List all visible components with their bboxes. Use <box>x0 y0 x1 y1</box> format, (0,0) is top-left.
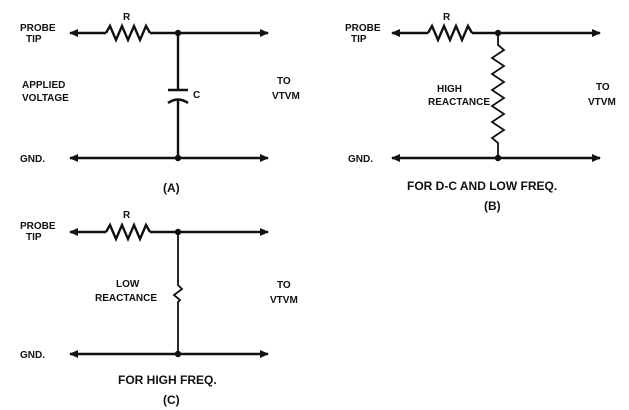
panel-b-high-label: HIGH <box>437 84 462 95</box>
panel-b-top-wire <box>391 22 601 44</box>
panel-c-gnd-label: GND. <box>20 350 45 361</box>
panel-a-node-bottom <box>174 154 182 162</box>
panel-a-caption: (A) <box>163 181 180 195</box>
panel-b-probe-label: PROBE <box>345 23 381 34</box>
panel-c-low-reactance-element <box>172 232 184 354</box>
panel-c-ground-wire <box>69 350 269 358</box>
panel-b-to-label: TO <box>596 82 610 93</box>
panel-c: PROBE TIP R LOW REACTANCE TO VTVM GND. F… <box>20 210 298 407</box>
panel-b-high-reactance-element <box>490 33 506 158</box>
panel-c-resistor-label: R <box>123 210 131 221</box>
panel-a-resistor-label: R <box>123 12 131 23</box>
panel-c-caption: (C) <box>163 393 180 407</box>
panel-a-resistor <box>104 22 152 44</box>
panel-c-to-label: TO <box>277 280 291 291</box>
panel-a-ground-wire <box>69 154 269 162</box>
panel-c-node-bottom <box>174 350 182 358</box>
panel-b-ground-wire <box>391 154 601 162</box>
panel-c-note: FOR HIGH FREQ. <box>118 373 217 387</box>
panel-b-note: FOR D-C AND LOW FREQ. <box>407 179 557 193</box>
panel-c-top-wire <box>69 221 269 243</box>
panel-c-low-label: LOW <box>116 279 140 290</box>
panel-b-gnd-label: GND. <box>348 154 373 165</box>
panel-a-capacitor <box>167 33 189 158</box>
panel-a-probe-label: PROBE <box>20 23 56 34</box>
panel-a-capacitor-label: C <box>193 90 200 101</box>
panel-c-reactance-label: REACTANCE <box>95 293 157 304</box>
panel-a-tip-label: TIP <box>26 34 42 45</box>
panel-c-tip-label: TIP <box>26 232 42 243</box>
panel-b-resistor-label: R <box>443 12 451 23</box>
panel-a-top-wire <box>69 22 269 44</box>
panel-b-caption: (B) <box>484 199 501 213</box>
panel-a-vtvm-label: VTVM <box>272 91 300 102</box>
panel-c-resistor <box>104 221 152 243</box>
panel-b-node-bottom <box>494 154 502 162</box>
panel-a-applied-label: APPLIED <box>22 80 65 91</box>
panel-a: PROBE TIP R APPLIED VOLTAGE C TO VTVM GN… <box>20 12 300 195</box>
panel-a-voltage-label: VOLTAGE <box>22 93 69 104</box>
panel-b-resistor <box>426 22 474 44</box>
panel-b-vtvm-label: VTVM <box>588 97 616 108</box>
panel-b-tip-label: TIP <box>351 34 367 45</box>
panel-a-gnd-label: GND. <box>20 154 45 165</box>
panel-a-to-label: TO <box>277 76 291 87</box>
panel-c-vtvm-label: VTVM <box>270 295 298 306</box>
panel-c-probe-label: PROBE <box>20 221 56 232</box>
panel-b: PROBE TIP R HIGH REACTANCE TO VTVM GND. … <box>345 12 616 213</box>
panel-b-reactance-label: REACTANCE <box>428 97 490 108</box>
